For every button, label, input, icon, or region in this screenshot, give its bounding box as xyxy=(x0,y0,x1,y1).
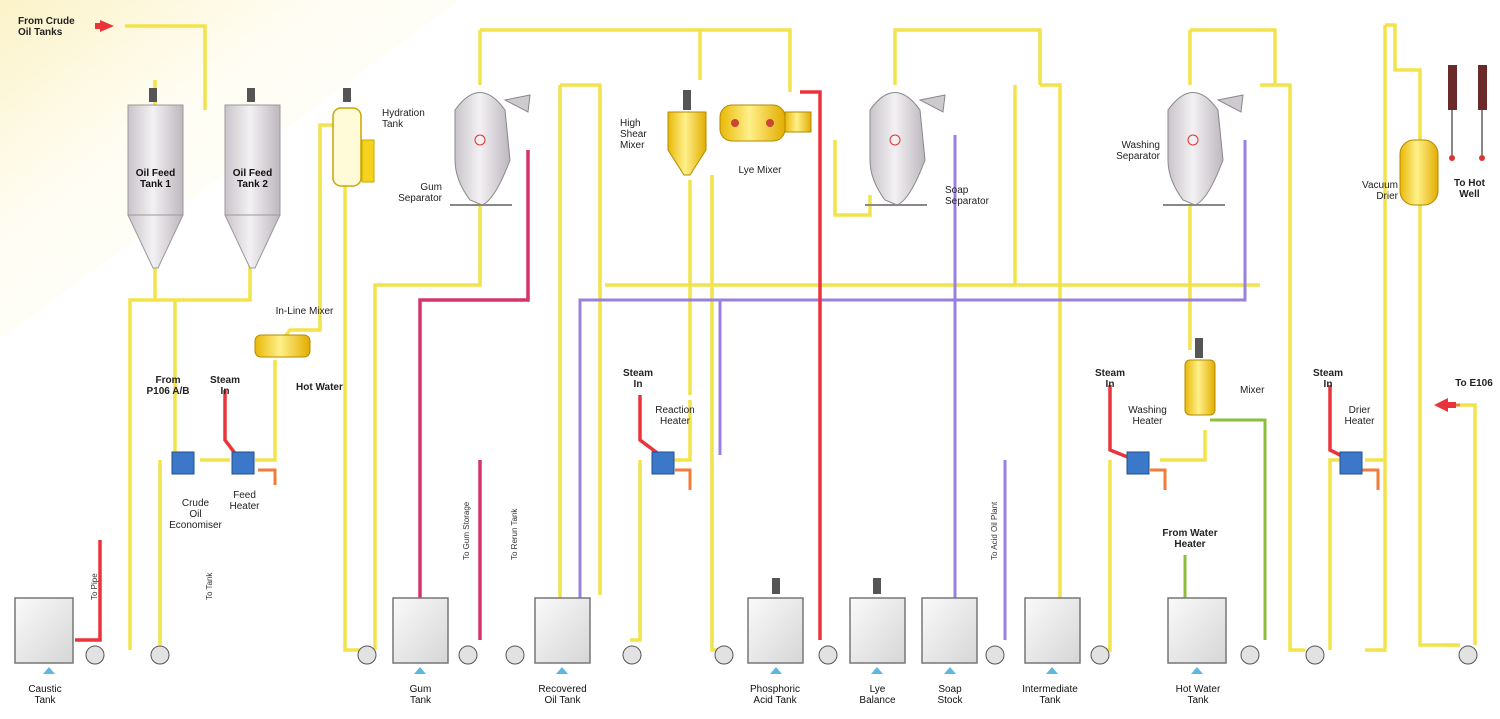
washing-separator-label: Washing Separator xyxy=(1116,140,1160,162)
high-shear-mixer-label: High Shear Mixer xyxy=(620,118,647,151)
soap-separator xyxy=(865,92,946,206)
crude-oil-economiser-label: Crude Oil Economiser xyxy=(169,498,222,531)
in-line-mixer-label: In-Line Mixer xyxy=(275,306,334,317)
hot-well-legs xyxy=(1448,65,1487,161)
hot-water-tank-label: Hot Water Tank xyxy=(1175,684,1221,706)
in-line-mixer xyxy=(254,334,311,358)
heat-exchangers xyxy=(171,451,1363,475)
vacuum-drier-label: Vacuum Drier xyxy=(1362,180,1398,202)
caustic-lines xyxy=(418,150,530,640)
high-shear-mixer xyxy=(667,90,707,176)
arrow-icon xyxy=(95,20,1456,412)
washing-heater-label: Washing Heater xyxy=(1128,405,1167,427)
pumps xyxy=(85,645,1478,665)
soap-separator-label: Soap Separator xyxy=(945,185,989,207)
steam-in-label-3: Steam In xyxy=(1094,368,1125,390)
steam-in-label-1: Steam In xyxy=(209,375,240,397)
lye-mixer xyxy=(719,104,812,142)
intermediate-tank-label: Intermediate Tank xyxy=(1022,684,1078,706)
gum-separator xyxy=(450,92,531,206)
oil-feed-tank-1-label: Oil Feed Tank 1 xyxy=(135,168,176,190)
steam-in-label-4: Steam In xyxy=(1312,368,1343,390)
soap-stock-label: Soap Stock xyxy=(937,684,963,706)
steam-in-label-2: Steam In xyxy=(622,368,653,390)
to-hot-well-label: To Hot Well xyxy=(1454,178,1485,200)
from-p106-label: From P106 A/B xyxy=(146,375,190,397)
washing-mixer xyxy=(1184,338,1216,416)
lye-mixer-label: Lye Mixer xyxy=(738,165,782,176)
recovered-oil-tank-label: Recovered Oil Tank xyxy=(538,684,587,706)
hydration-tank-label: Hydration Tank xyxy=(382,108,425,130)
from-water-heater-label: From Water Heater xyxy=(1162,528,1218,550)
to-pipe-label: To Pipe xyxy=(90,573,99,600)
to-tank-label: To Tank xyxy=(205,572,214,600)
caustic-tank-label: Caustic Tank xyxy=(28,684,62,706)
hot-water-lines xyxy=(1183,418,1267,640)
feed-heater-label: Feed Heater xyxy=(229,490,260,512)
vacuum-drier xyxy=(1399,139,1439,206)
to-gum-storage-label: To Gum Storage xyxy=(462,501,471,560)
phosphoric-acid-tank-label: Phosphoric Acid Tank xyxy=(749,684,801,706)
hydration-tank xyxy=(332,88,375,187)
from-crude-label: From Crude Oil Tanks xyxy=(18,16,75,38)
gum-tank-label: Gum Tank xyxy=(409,684,432,706)
lye-balance-tank-label: Lye Balance xyxy=(859,684,896,706)
to-rerun-tank-label: To Rerun Tank xyxy=(510,508,519,560)
reaction-heater-label: Reaction Heater xyxy=(655,405,695,427)
water-lines xyxy=(578,135,1247,650)
oil-feed-tank-2 xyxy=(224,88,281,269)
drier-heater-label: Drier Heater xyxy=(1344,405,1375,427)
hot-water-label: Hot Water xyxy=(296,382,343,393)
washing-separator xyxy=(1163,92,1244,206)
oil-feed-tank-1 xyxy=(127,88,184,269)
oil-feed-tank-2-label: Oil Feed Tank 2 xyxy=(232,168,273,190)
to-acid-oil-plant-label: To Acid Oil Plant xyxy=(990,501,999,560)
gum-separator-label: Gum Separator xyxy=(398,182,442,204)
mixer-label: Mixer xyxy=(1240,385,1265,396)
bottom-tanks xyxy=(14,597,1227,664)
to-e106-label: To E106 xyxy=(1455,378,1493,389)
